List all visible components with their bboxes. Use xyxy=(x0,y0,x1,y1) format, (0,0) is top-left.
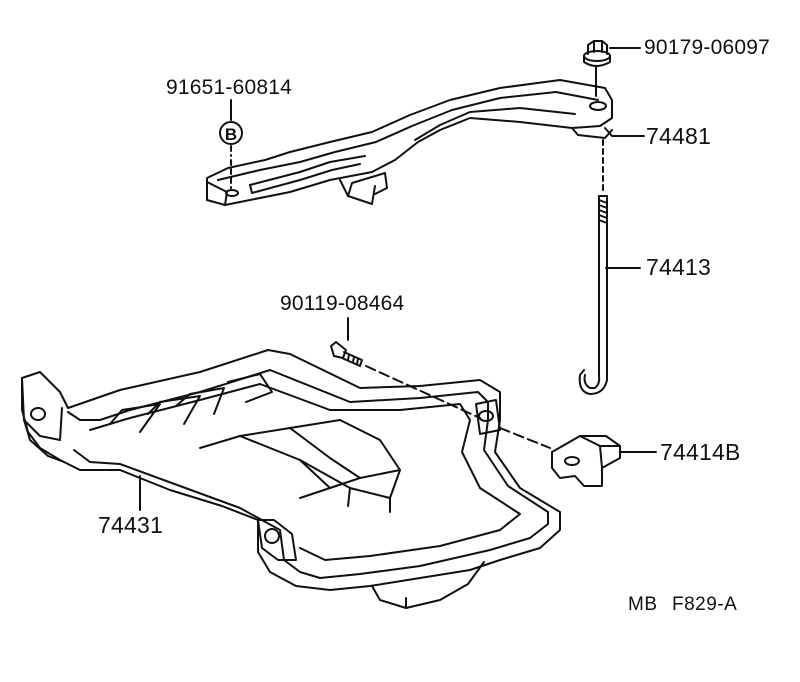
label-tray: 74431 xyxy=(98,512,163,538)
hold-down-bar xyxy=(206,79,613,206)
footer-series: MB xyxy=(628,594,658,615)
flange-nut xyxy=(583,40,611,97)
bolt xyxy=(330,317,481,419)
footer-code: F829-A xyxy=(672,594,738,615)
label-bolt: 90119-08464 xyxy=(280,292,405,315)
battery-tray xyxy=(21,349,561,609)
hold-down-rod xyxy=(578,139,641,395)
label-hold-down: 74481 xyxy=(646,123,711,149)
label-rod: 74413 xyxy=(646,254,711,280)
clip-symbol: B xyxy=(225,125,237,144)
leader-hold-down xyxy=(604,127,645,137)
label-nut: 90179-06097 xyxy=(644,36,770,59)
rod-bracket xyxy=(499,427,657,487)
label-bracket: 74414B xyxy=(660,439,741,465)
label-clip: 91651-60814 xyxy=(166,76,292,99)
clip-b xyxy=(219,121,243,189)
